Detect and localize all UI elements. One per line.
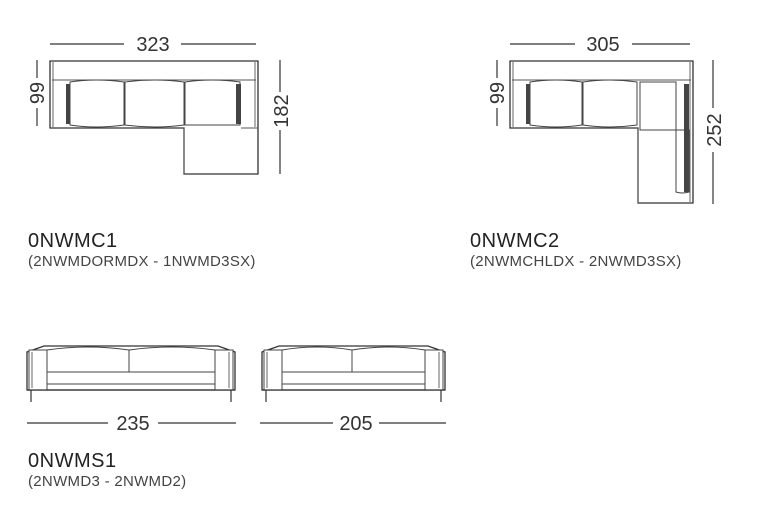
dimension-width-205: 205	[260, 413, 446, 435]
dimension-depth-99: 99	[27, 60, 49, 126]
dimension-label-width: 205	[339, 413, 372, 435]
dimension-label-depth: 99	[487, 82, 509, 104]
sofa-plan-shape	[49, 60, 259, 175]
dimension-label-width: 235	[116, 413, 149, 435]
sofa-front-205	[261, 345, 446, 402]
dimension-depth-99: 99	[487, 60, 509, 126]
model-components: (2NWMDORMDX - 1NWMD3SX)	[28, 253, 256, 270]
model-components: (2NWMCHLDX - 2NWMD3SX)	[470, 253, 682, 270]
dimension-width-323: 323	[50, 34, 256, 56]
sofa-plan-shape	[509, 60, 694, 204]
model-code: 0NWMC2	[470, 230, 560, 252]
dimension-label-width: 323	[136, 34, 169, 56]
dimension-label-chaise: 252	[704, 113, 726, 146]
dimension-width-235: 235	[27, 413, 236, 435]
dimension-label-chaise: 182	[271, 94, 293, 127]
model-code: 0NWMC1	[28, 230, 118, 252]
dimension-chaise-182: 182	[271, 60, 293, 174]
model-0nwmc2-plan: 305 99 252 0NWMC2 (2NWMCHLDX - 2NWMD3SX)	[470, 34, 726, 270]
dimension-width-305: 305	[510, 34, 690, 56]
dimension-label-depth: 99	[27, 82, 49, 104]
model-components: (2NWMD3 - 2NWMD2)	[28, 473, 186, 490]
model-code: 0NWMS1	[28, 450, 117, 472]
model-0nwmc1-plan: 323 99 182 0NWM	[27, 34, 293, 270]
dimension-chaise-252: 252	[704, 60, 726, 204]
dimension-label-width: 305	[586, 34, 619, 56]
model-0nwms1-front: 235 205 0NWMS1 (2NWMD3 - 2NWMD2)	[26, 345, 446, 490]
sofa-front-235	[26, 345, 236, 402]
